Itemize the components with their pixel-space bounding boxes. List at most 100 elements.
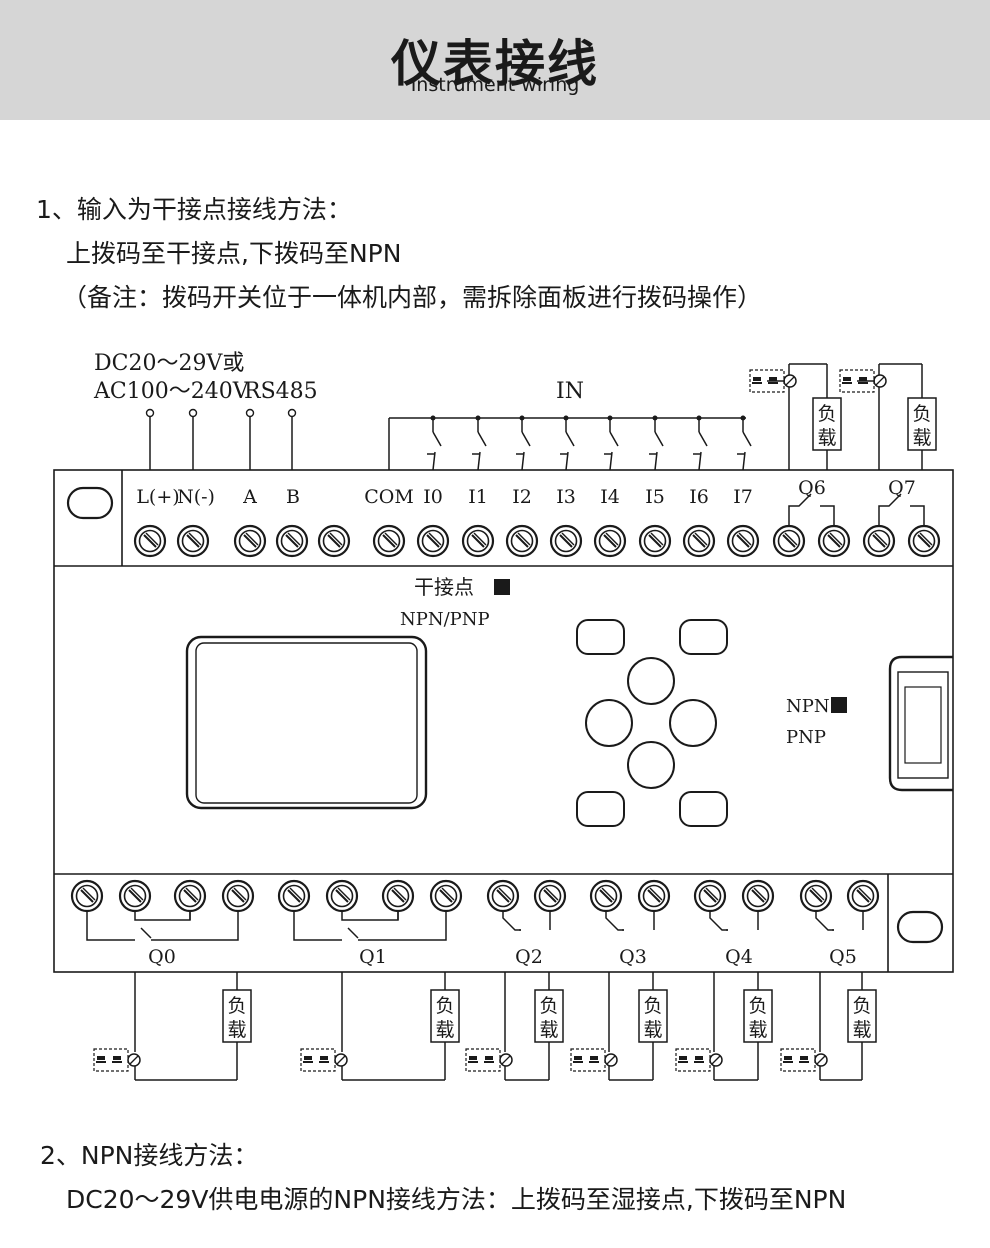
input-wire	[521, 451, 525, 471]
mount-slot-left	[66, 486, 114, 520]
section1-heading: 1、输入为干接点接线方法：	[36, 195, 352, 224]
supply-source	[675, 1048, 723, 1072]
mount-slot-right	[896, 910, 944, 944]
relay-contact	[134, 911, 191, 921]
dry-contact-switch	[432, 431, 442, 447]
top-terminal-label: I1	[468, 486, 488, 508]
top-terminal-screw	[638, 524, 672, 558]
top-terminal-screw	[416, 524, 450, 558]
svg-text:负: 负	[643, 995, 662, 1017]
top-terminal-screw	[682, 524, 716, 558]
load-box: 负载	[743, 989, 773, 1043]
relay-contact	[293, 911, 342, 941]
wire-end-terminal	[188, 408, 198, 418]
bottom-terminal-screw	[693, 879, 727, 913]
svg-text:负: 负	[539, 995, 558, 1017]
dip-switch-indicator-right	[831, 697, 847, 713]
top-terminal-label: I3	[556, 486, 576, 508]
bottom-terminal-label: Q0	[148, 946, 176, 968]
bottom-terminal-screw	[277, 879, 311, 913]
top-terminal-label: I2	[512, 486, 532, 508]
bottom-terminal-label: Q4	[725, 946, 753, 968]
top-terminal-label: Q7	[888, 477, 916, 499]
svg-text:负: 负	[817, 403, 836, 425]
load-box: 负载	[430, 989, 460, 1043]
input-wire	[654, 451, 658, 471]
page-subtitle: Instrument wiring	[410, 74, 580, 96]
relay-contact	[347, 927, 359, 939]
page-title: 仪表接线	[391, 35, 599, 93]
bottom-terminal-screw	[846, 879, 880, 913]
bottom-terminal-screw	[486, 879, 520, 913]
top-terminal-screw	[461, 524, 495, 558]
side-connector-inner	[897, 671, 949, 779]
section1-line2: （备注：拨码开关位于一体机内部，需拆除面板进行拨码操作）	[62, 283, 763, 312]
svg-text:载: 载	[435, 1019, 454, 1041]
bottom-terminal-label: Q1	[359, 946, 387, 968]
dip-right-label-pnp: PNP	[786, 727, 826, 748]
bottom-terminal-screw	[589, 879, 623, 913]
supply-source	[780, 1048, 828, 1072]
svg-text:载: 载	[817, 427, 836, 449]
terminal-screws	[70, 524, 941, 913]
relay-contact	[341, 911, 399, 921]
top-terminal-label: L(+)	[136, 486, 179, 508]
bottom-terminal-screw	[429, 879, 463, 913]
dry-contact-switch	[698, 431, 708, 447]
side-connector	[888, 655, 953, 792]
top-terminal-label: I5	[645, 486, 665, 508]
top-terminal-screw	[317, 524, 351, 558]
top-terminal-label: Q6	[798, 477, 826, 499]
supply-source	[749, 369, 797, 393]
dry-contact-switch	[609, 431, 619, 447]
svg-text:载: 载	[912, 427, 931, 449]
top-terminal-label: COM	[364, 486, 414, 508]
input-wire	[609, 451, 613, 471]
top-terminal-label: I7	[733, 486, 753, 508]
svg-text:载: 载	[852, 1019, 871, 1041]
svg-text:载: 载	[539, 1019, 558, 1041]
section2-line1: DC20～29V供电电源的NPN接线方法：上拨码至湿接点,下拨码至NPN	[66, 1185, 847, 1214]
key-down	[627, 741, 675, 789]
top-terminal-screw	[505, 524, 539, 558]
dry-contact-switch	[742, 431, 752, 447]
top-terminal-screw	[862, 524, 896, 558]
wire-end-terminal	[287, 408, 297, 418]
relay-contact	[815, 911, 834, 931]
top-terminal-label: N(-)	[177, 486, 215, 508]
device-body	[53, 469, 954, 973]
supply-source	[465, 1048, 513, 1072]
svg-text:负: 负	[748, 995, 767, 1017]
top-terminal-screw	[549, 524, 583, 558]
bottom-terminal-screw	[173, 879, 207, 913]
top-terminal-label: B	[286, 486, 300, 508]
bottom-terminal-screw	[221, 879, 255, 913]
dip-right-label-npn: NPN	[786, 696, 830, 717]
dry-contact-switch	[477, 431, 487, 447]
key-bottom-right	[679, 791, 728, 827]
load-box: 负载	[907, 397, 937, 451]
section1-line1: 上拨码至干接点,下拨码至NPN	[66, 239, 402, 268]
key-top-left	[576, 619, 625, 655]
supply-source	[839, 369, 887, 393]
supply-source	[570, 1048, 618, 1072]
relay-contact	[86, 911, 135, 941]
bottom-terminal-screw	[325, 879, 359, 913]
top-terminal-screw	[233, 524, 267, 558]
bottom-terminal-screw	[70, 879, 104, 913]
relay-contact	[605, 911, 624, 931]
relay-contact	[820, 505, 835, 526]
relay-contact	[151, 911, 239, 941]
relay-contact	[910, 505, 925, 526]
relay-contact	[502, 911, 521, 931]
supply-source	[300, 1048, 348, 1072]
bottom-terminal-label: Q5	[829, 946, 857, 968]
svg-text:载: 载	[643, 1019, 662, 1041]
svg-text:载: 载	[227, 1019, 246, 1041]
lcd-screen-frame	[185, 635, 428, 810]
top-terminal-screw	[176, 524, 210, 558]
top-terminal-label: I4	[600, 486, 620, 508]
top-terminal-screw	[907, 524, 941, 558]
